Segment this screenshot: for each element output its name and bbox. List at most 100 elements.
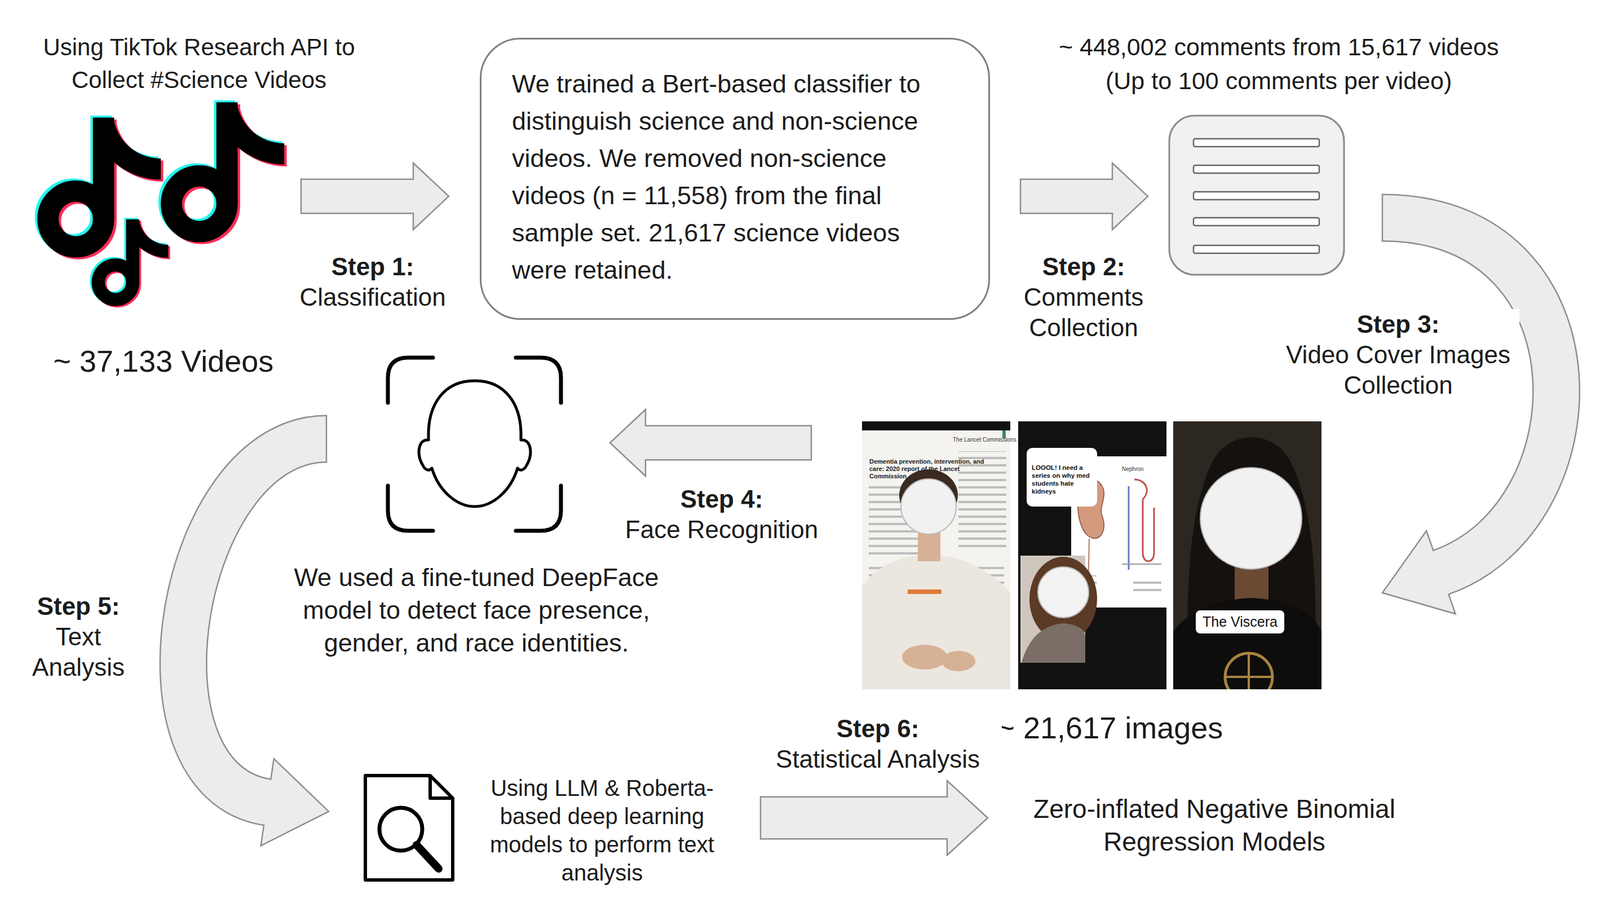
step-number: Step 3: <box>1276 308 1520 340</box>
video-thumbnail <box>1021 622 1086 663</box>
arrow-head <box>947 780 988 855</box>
step-number: Step 6: <box>753 713 1002 744</box>
video-thumbnail <box>862 421 1011 431</box>
thumbnail-text: The Viscera <box>1195 610 1285 634</box>
image-count: ~ 21,617 images <box>997 709 1224 746</box>
video-thumbnail <box>900 478 957 534</box>
tiktok-logo <box>98 219 169 300</box>
arrow-head <box>261 758 329 846</box>
document-icon <box>1193 245 1320 254</box>
arrow-body <box>1020 179 1115 213</box>
video-thumbnail <box>1037 566 1089 618</box>
step-name: Video Cover Images Collection <box>1276 339 1520 401</box>
arrow-head <box>610 409 646 476</box>
connector-arrow <box>301 162 449 230</box>
step-label: Step 2: Comments Collection <box>1007 251 1160 343</box>
search-document-icon <box>430 775 453 798</box>
video-thumbnail <box>958 451 1007 547</box>
tiktok-logo <box>45 115 164 249</box>
video-thumbnail <box>1018 421 1167 689</box>
video-thumbnail <box>941 650 976 671</box>
search-document-icon <box>365 775 453 880</box>
video-count: ~ 37,133 Videos <box>53 342 274 379</box>
step-description: Using LLM & Roberta-based deep learning … <box>475 773 729 887</box>
step-name: Classification <box>276 281 469 313</box>
search-document-icon <box>416 844 439 869</box>
tiktok-logo-group: Using TikTok Research API to Collect #Sc… <box>45 102 296 307</box>
tiktok-logo <box>171 102 285 232</box>
face-recognition-icon <box>387 485 433 531</box>
arrow-tail <box>810 425 813 461</box>
source-heading: Using TikTok Research API to Collect #Sc… <box>18 31 380 97</box>
arrow-tail <box>325 414 328 463</box>
video-thumbnail <box>1018 421 1167 689</box>
video-thumbnail <box>1173 597 1322 689</box>
arrow-body <box>301 179 416 213</box>
comment-note: (Up to 100 comments per video) <box>1105 64 1452 97</box>
connector-arrow <box>1020 162 1148 230</box>
arrow-tail <box>300 178 303 215</box>
face-recognition-icon <box>387 357 433 403</box>
step-label: Step 1: Classification <box>276 251 469 313</box>
video-thumbnail <box>862 421 1011 689</box>
tiktok-logo <box>47 117 161 247</box>
search-document-icon <box>365 775 453 880</box>
step-label: Step 4: Face Recognition <box>603 483 841 545</box>
connector-arrow <box>1382 193 1557 614</box>
connector-arrow <box>183 414 329 846</box>
step-label: Step 6: Statistical Analysis <box>753 713 1002 775</box>
document-icon <box>1169 115 1345 275</box>
document-icon <box>1193 217 1320 226</box>
face-recognition-icon <box>515 485 561 531</box>
video-thumbnail <box>1133 580 1162 596</box>
arrow-tail <box>1381 193 1384 242</box>
video-thumbnail <box>1121 563 1162 565</box>
tiktok-logo <box>45 100 287 302</box>
thumbnail-text: The Lancet Commissions <box>952 436 1017 444</box>
video-thumbnail <box>1200 467 1302 569</box>
step-number: Step 5: <box>19 590 138 622</box>
step-number: Step 1: <box>276 251 469 282</box>
video-thumbnail <box>1134 479 1155 561</box>
video-thumbnail <box>1128 485 1130 570</box>
document-icon <box>1193 165 1320 174</box>
thumbnail-text: Nephron <box>1121 465 1144 473</box>
arrow-head <box>1112 162 1148 230</box>
step-number: Step 2: <box>1007 251 1160 282</box>
arrow-head <box>413 162 449 230</box>
arrow-tail <box>759 796 762 840</box>
connector-arrow <box>610 409 812 476</box>
face-icon: We used a fine-tuned DeepFace model to d… <box>385 355 564 533</box>
process-box: We trained a Bert-based classifier to di… <box>479 37 990 320</box>
thumbnail-text: LOOOL! I need a series on why med studen… <box>1031 463 1094 495</box>
node-text: Zero-inflated Negative Binomial Regressi… <box>994 792 1435 858</box>
arrow-tail <box>1019 178 1022 215</box>
video-thumbnail <box>907 589 942 594</box>
document-icon <box>1169 115 1345 275</box>
video-thumbnail <box>1026 447 1098 507</box>
face-recognition-icon <box>387 357 561 531</box>
video-thumbnail <box>1173 421 1322 689</box>
connector-arrow <box>760 780 988 855</box>
video-thumbnail <box>1173 421 1322 689</box>
step-name: Face Recognition <box>603 514 841 545</box>
video-thumbnail <box>902 644 948 670</box>
video-thumbnail <box>1225 652 1273 689</box>
video-thumbnail <box>1225 652 1273 689</box>
comment-count: ~ 448,002 comments from 15,617 videos <box>1058 31 1499 63</box>
step-label: Step 5: Text Analysis <box>19 590 138 683</box>
arrow-body <box>643 426 812 459</box>
tiktok-logo <box>169 100 287 234</box>
step-description: We used a fine-tuned DeepFace model to d… <box>273 560 680 660</box>
search-icon: Using LLM & Roberta-based deep learning … <box>362 772 457 883</box>
document-icon <box>1193 138 1320 147</box>
document-icon <box>1193 191 1320 200</box>
video-thumbnail <box>862 421 1011 689</box>
step-name: Statistical Analysis <box>753 743 1002 775</box>
tiktok-logo <box>96 217 171 301</box>
step-name: Comments Collection <box>1007 281 1160 343</box>
arrow-body <box>760 797 950 838</box>
node-text: We trained a Bert-based classifier to di… <box>511 65 958 289</box>
face-recognition-icon <box>515 357 561 403</box>
